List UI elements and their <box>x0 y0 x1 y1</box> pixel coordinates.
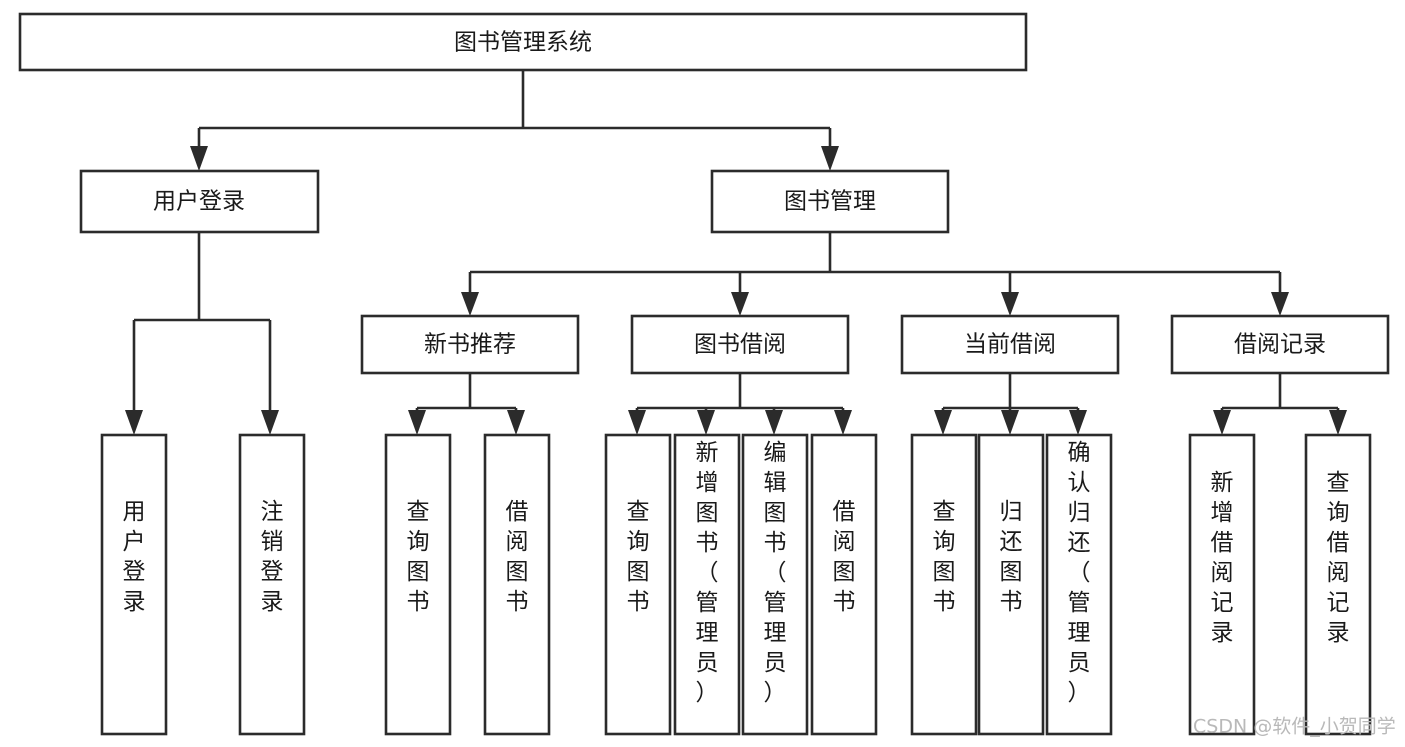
arrow-head-leaf-query-record <box>1329 410 1347 435</box>
node-leaf-query-record-box[interactable] <box>1304 433 1372 736</box>
node-book-manage-label: 图书管理 <box>784 189 876 215</box>
node-current-borrow[interactable]: 当前借阅 <box>900 314 1120 375</box>
arrow-head-borrow-record <box>1271 292 1289 316</box>
node-borrow-record[interactable]: 借阅记录 <box>1170 314 1390 375</box>
node-leaf-query-record-label: 查询借阅记录 <box>1327 470 1350 646</box>
node-root-label: 图书管理系统 <box>454 30 592 56</box>
node-book-borrow-label: 图书借阅 <box>694 332 786 358</box>
node-leaf-return-book[interactable]: 归还图书 <box>977 433 1045 736</box>
node-leaf-borrow-book-2[interactable]: 借阅图书 <box>810 433 878 736</box>
node-leaf-query-book-1-box[interactable] <box>384 433 452 736</box>
node-book-borrow-box[interactable] <box>630 314 850 375</box>
arrow-head-leaf-add-book <box>697 410 715 435</box>
arrow-head-leaf-logout <box>261 410 279 435</box>
node-leaf-query-record[interactable]: 查询借阅记录 <box>1304 433 1372 736</box>
node-leaf-logout-label: 注销登录 <box>261 499 284 615</box>
node-leaf-add-book[interactable]: 新增图书（管理员） <box>673 433 741 736</box>
node-leaf-borrow-book-1[interactable]: 借阅图书 <box>483 433 551 736</box>
arrow-head-leaf-confirm-return <box>1069 410 1087 435</box>
node-leaf-confirm-return-box[interactable] <box>1045 433 1113 736</box>
arrow-head-leaf-user-login <box>125 410 143 435</box>
arrow-head-leaf-borrow-book-2 <box>834 410 852 435</box>
arrow-head-leaf-query-book-1 <box>408 410 426 435</box>
node-leaf-query-book-3-box[interactable] <box>910 433 978 736</box>
node-user-login-label: 用户登录 <box>153 189 245 215</box>
node-new-book-rec-box[interactable] <box>360 314 580 375</box>
arrow-head-leaf-add-record <box>1213 410 1231 435</box>
arrow-head-user-login <box>190 146 208 171</box>
node-leaf-edit-book-box[interactable] <box>741 433 809 736</box>
node-leaf-borrow-book-1-box[interactable] <box>483 433 551 736</box>
node-leaf-query-book-1-label: 查询图书 <box>407 499 430 615</box>
node-leaf-user-login[interactable]: 用户登录 <box>100 433 168 736</box>
node-leaf-query-book-2[interactable]: 查询图书 <box>604 433 672 736</box>
node-leaf-return-book-label: 归还图书 <box>1000 499 1023 615</box>
node-leaf-confirm-return[interactable]: 确认归还（管理员） <box>1045 433 1113 736</box>
node-leaf-logout[interactable]: 注销登录 <box>238 433 306 736</box>
node-leaf-logout-box[interactable] <box>238 433 306 736</box>
node-leaf-user-login-label: 用户登录 <box>123 499 146 615</box>
arrow-head-new-book-rec <box>461 292 479 316</box>
arrow-head-leaf-borrow-book-1 <box>507 410 525 435</box>
node-leaf-edit-book-label: 编辑图书（管理员） <box>764 440 787 706</box>
node-leaf-add-record-box[interactable] <box>1188 433 1256 736</box>
node-user-login-box[interactable] <box>79 169 320 234</box>
node-leaf-confirm-return-label: 确认归还（管理员） <box>1068 440 1091 706</box>
node-user-login[interactable]: 用户登录 <box>79 169 320 234</box>
node-book-manage[interactable]: 图书管理 <box>710 169 950 234</box>
node-root-box[interactable] <box>18 12 1028 72</box>
arrow-head-leaf-return-book <box>1001 410 1019 435</box>
node-leaf-borrow-book-2-box[interactable] <box>810 433 878 736</box>
node-current-borrow-label: 当前借阅 <box>964 332 1056 358</box>
node-book-borrow[interactable]: 图书借阅 <box>630 314 850 375</box>
node-leaf-add-record[interactable]: 新增借阅记录 <box>1188 433 1256 736</box>
node-leaf-query-book-2-box[interactable] <box>604 433 672 736</box>
node-leaf-add-book-label: 新增图书（管理员） <box>696 440 719 706</box>
csdn-watermark: CSDN @软件_小贺同学 <box>1193 716 1396 738</box>
node-borrow-record-label: 借阅记录 <box>1234 332 1326 358</box>
node-current-borrow-box[interactable] <box>900 314 1120 375</box>
arrow-head-book-borrow <box>731 292 749 316</box>
node-leaf-return-book-box[interactable] <box>977 433 1045 736</box>
node-leaf-query-book-2-label: 查询图书 <box>627 499 650 615</box>
node-leaf-user-login-box[interactable] <box>100 433 168 736</box>
arrow-head-leaf-query-book-2 <box>628 410 646 435</box>
node-root[interactable]: 图书管理系统 <box>18 12 1028 72</box>
node-leaf-query-book-3[interactable]: 查询图书 <box>910 433 978 736</box>
arrow-head-leaf-edit-book <box>765 410 783 435</box>
node-leaf-add-book-box[interactable] <box>673 433 741 736</box>
node-leaf-edit-book[interactable]: 编辑图书（管理员） <box>741 433 809 736</box>
node-leaf-borrow-book-2-label: 借阅图书 <box>833 499 856 615</box>
node-leaf-borrow-book-1-label: 借阅图书 <box>506 499 529 615</box>
node-leaf-query-book-1[interactable]: 查询图书 <box>384 433 452 736</box>
arrow-head-current-borrow <box>1001 292 1019 316</box>
node-new-book-rec-label: 新书推荐 <box>424 332 516 358</box>
node-borrow-record-box[interactable] <box>1170 314 1390 375</box>
node-leaf-query-book-3-label: 查询图书 <box>933 499 956 615</box>
arrow-head-leaf-query-book-3 <box>934 410 952 435</box>
arrow-head-book-manage <box>821 146 839 171</box>
node-leaf-add-record-label: 新增借阅记录 <box>1211 470 1234 646</box>
node-new-book-rec[interactable]: 新书推荐 <box>360 314 580 375</box>
node-book-manage-box[interactable] <box>710 169 950 234</box>
connector-layer <box>125 70 1347 435</box>
